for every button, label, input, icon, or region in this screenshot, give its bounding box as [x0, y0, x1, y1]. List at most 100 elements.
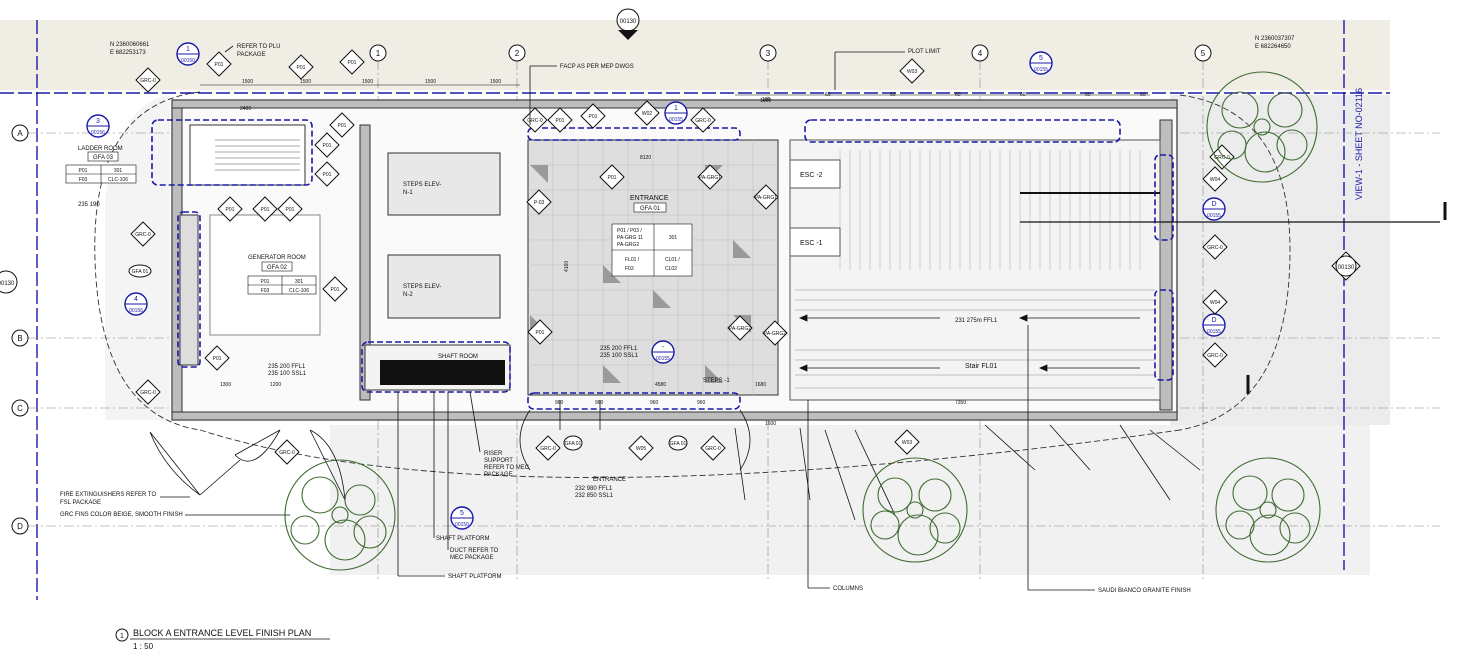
- ladder-rungs: [215, 139, 300, 171]
- entrance-cell-3a: FL01 /: [625, 257, 640, 263]
- svg-text:00150: 00150: [181, 58, 195, 64]
- svg-text:GRC-0: GRC-0: [140, 390, 156, 396]
- ladder-cell-4: CLC-106: [108, 177, 128, 183]
- svg-text:SHAFT PLATFORM: SHAFT PLATFORM: [436, 536, 489, 542]
- svg-text:MEC PACKAGE: MEC PACKAGE: [450, 555, 494, 561]
- svg-text:1300: 1300: [220, 382, 231, 388]
- svg-text:100: 100: [762, 97, 771, 103]
- drawing-title-block: 1 BLOCK A ENTRANCE LEVEL FINISH PLAN 1 :…: [115, 628, 330, 651]
- entrance-name: ENTRANCE: [630, 195, 669, 202]
- svg-text:D: D: [1211, 201, 1216, 208]
- svg-text:235 190: 235 190: [78, 202, 100, 208]
- gen-cell-3: F03: [261, 288, 270, 294]
- svg-text:FACP AS PER MEP DWGS: FACP AS PER MEP DWGS: [560, 64, 634, 70]
- ladder-cell-2: 301: [114, 168, 123, 174]
- svg-text:1600: 1600: [765, 421, 776, 427]
- svg-text:SUPPORT: SUPPORT: [484, 458, 513, 464]
- ladder-cell-3: F03: [79, 177, 88, 183]
- esc-2-label: ESC -2: [800, 172, 823, 179]
- svg-text:235 200 FFL1: 235 200 FFL1: [600, 346, 638, 352]
- svg-text:W03: W03: [907, 69, 918, 75]
- svg-text:GRC FINS COLOR BEIGE, SMOOTH F: GRC FINS COLOR BEIGE, SMOOTH FINISH: [60, 512, 183, 518]
- top-section-marker: 00130: [616, 8, 640, 40]
- svg-text:SAUDI BIANCO GRANITE FINISH: SAUDI BIANCO GRANITE FINISH: [1098, 588, 1191, 594]
- gen-cell-4: CLC-106: [289, 288, 309, 294]
- svg-text:1500: 1500: [425, 79, 436, 85]
- svg-text:00130: 00130: [0, 281, 15, 287]
- svg-text:W02: W02: [642, 111, 653, 117]
- svg-text:60: 60: [890, 92, 896, 98]
- esc-level: 231 275m FFL1: [955, 318, 998, 324]
- svg-text:1: 1: [674, 105, 678, 112]
- lift-1-label-2: N-1: [403, 190, 413, 196]
- svg-text:FSL PACKAGE: FSL PACKAGE: [60, 500, 101, 506]
- svg-text:960: 960: [595, 400, 604, 406]
- svg-text:00155: 00155: [1207, 329, 1221, 335]
- top-dimension-chain: 1500 1500 1500 1500 1500 100 60 60 60 60…: [200, 79, 1150, 427]
- svg-text:GRC-0: GRC-0: [1207, 353, 1223, 359]
- entrance-cell-3b: F03: [625, 266, 634, 272]
- svg-text:PA-GRG2: PA-GRG2: [764, 331, 786, 337]
- svg-text:PLOT LIMIT: PLOT LIMIT: [908, 49, 941, 55]
- svg-text:00156: 00156: [91, 130, 105, 136]
- grid-column-bubbles: 1 2 3 4 5: [369, 44, 1212, 62]
- stair-lines: [795, 289, 1155, 389]
- svg-text:1: 1: [186, 46, 190, 53]
- svg-text:REFER TO PLU: REFER TO PLU: [237, 44, 280, 50]
- svg-text:00155: 00155: [656, 356, 670, 362]
- svg-text:60: 60: [1085, 92, 1091, 98]
- finish-tags: P01 P01 P01 GRC-0 P01 P01 P01 P01 P01 GR…: [130, 49, 1235, 465]
- shaft-room-code: SHF 01: [447, 362, 468, 368]
- svg-text:P01: P01: [608, 175, 617, 181]
- grid-row-c: C: [17, 404, 23, 413]
- wall-core: [359, 124, 371, 401]
- shaft-black: [380, 360, 505, 385]
- svg-text:235 100 SSL1: 235 100 SSL1: [268, 371, 307, 377]
- callout-regions: [151, 119, 1174, 410]
- generator-room-code: GFA 02: [267, 265, 288, 271]
- lift-1: [387, 152, 501, 216]
- svg-text:GRC-0: GRC-0: [705, 446, 721, 452]
- escalator-zone: [789, 139, 1161, 401]
- entrance-cell-2: 301: [669, 235, 678, 241]
- grid-col-1: 1: [376, 49, 381, 58]
- svg-text:P01: P01: [323, 143, 332, 149]
- svg-text:1500: 1500: [490, 79, 501, 85]
- svg-text:RISER: RISER: [484, 451, 503, 457]
- svg-text:00155: 00155: [1207, 213, 1221, 219]
- svg-text:W03: W03: [902, 440, 913, 446]
- outer-hardscape: [105, 95, 170, 420]
- grid-col-2: 2: [515, 49, 520, 58]
- tree-2: [862, 457, 968, 563]
- svg-text:P01: P01: [338, 123, 347, 129]
- svg-text:GRC-0: GRC-0: [279, 450, 295, 456]
- svg-text:4: 4: [134, 296, 138, 303]
- front-arc: [199, 429, 1181, 478]
- grid-col-5: 5: [1201, 49, 1206, 58]
- ladder-room-name: LADDER ROOM: [78, 146, 123, 152]
- svg-text:GRC-0: GRC-0: [1214, 155, 1230, 161]
- svg-text:GRC-0: GRC-0: [135, 232, 151, 238]
- ladder-room-code: GFA 03: [93, 155, 114, 161]
- ladder-room: [189, 124, 306, 186]
- svg-text:235 100 SSL1: 235 100 SSL1: [600, 353, 639, 359]
- svg-text:W04: W04: [1210, 300, 1221, 306]
- svg-text:1500: 1500: [242, 79, 253, 85]
- coord-right-n: N 2360037307: [1255, 36, 1295, 42]
- svg-text:60: 60: [1020, 92, 1026, 98]
- svg-text:P01: P01: [556, 118, 565, 124]
- title-number: 1: [120, 633, 124, 640]
- entrance-cell-4a: CL01 /: [665, 257, 680, 263]
- svg-text:P01: P01: [261, 207, 270, 213]
- lift-2: [387, 254, 501, 319]
- shaft-room-name: SHAFT ROOM: [438, 354, 478, 360]
- lift-2-label-2: N-2: [403, 292, 413, 298]
- svg-text:P01: P01: [297, 65, 306, 71]
- svg-text:8120: 8120: [640, 155, 651, 161]
- svg-text:00155: 00155: [669, 117, 683, 123]
- svg-text:1500: 1500: [362, 79, 373, 85]
- grid-row-b: B: [17, 334, 22, 343]
- generator-room: [209, 214, 321, 336]
- svg-text:P-03: P-03: [534, 200, 545, 206]
- entrance-cell-1b: PA-GRG 11: [617, 235, 643, 241]
